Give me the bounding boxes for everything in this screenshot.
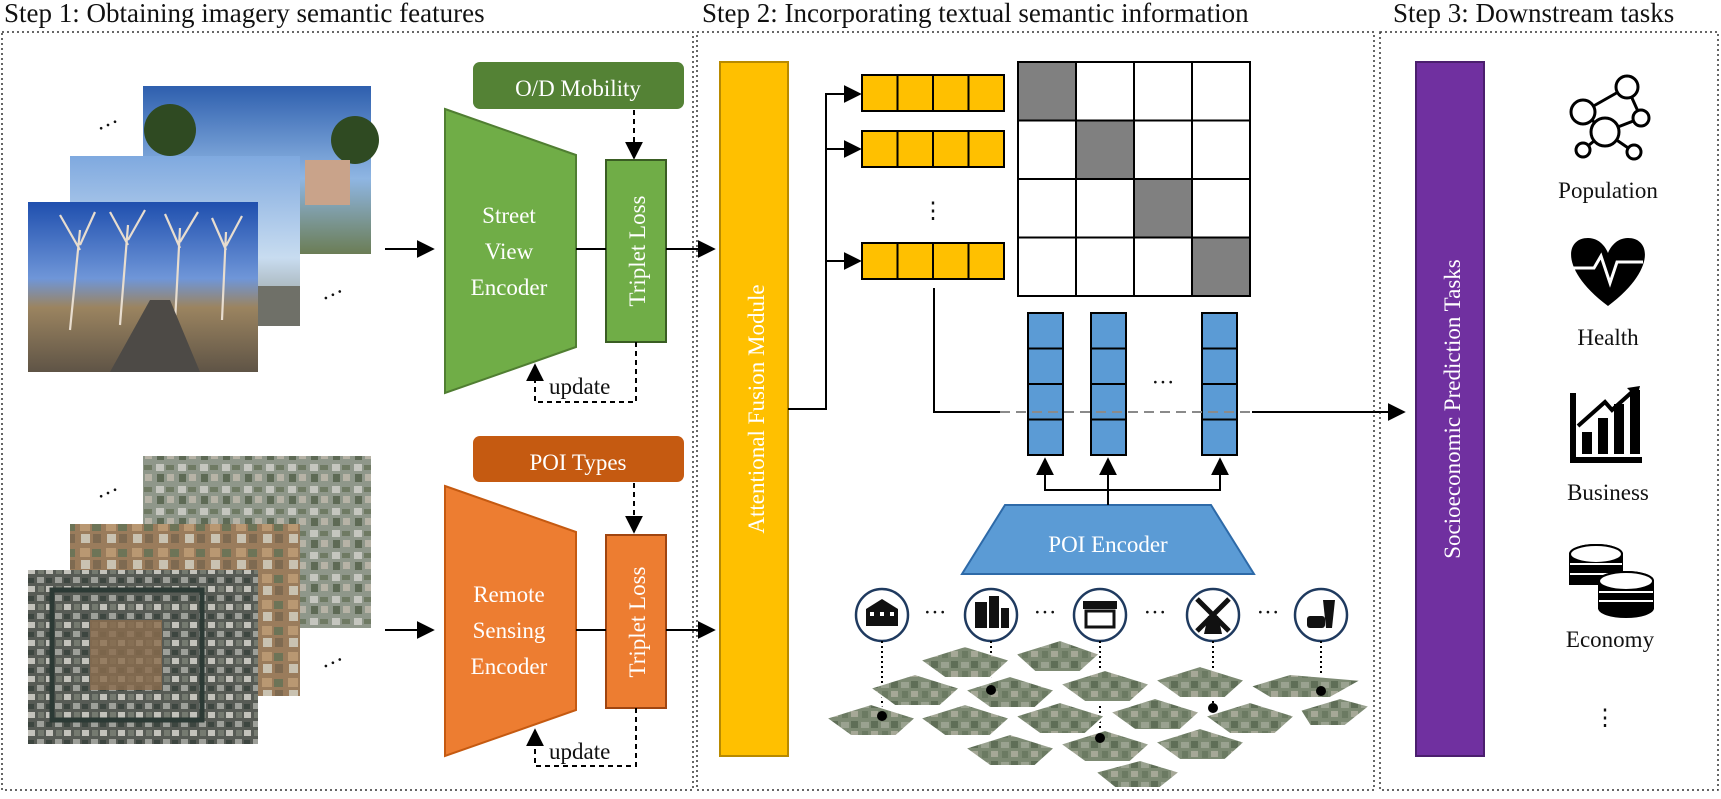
od-mobility-label: O/D Mobility <box>515 76 641 101</box>
update-bottom-label: update <box>549 739 610 764</box>
school-icon <box>854 587 910 643</box>
step2-title: Step 2: Incorporating textual semantic i… <box>702 0 1249 28</box>
poi-embeddings-hdots: ··· <box>1152 370 1175 395</box>
poi-encoder-label: POI Encoder <box>1048 532 1168 557</box>
coins-icon <box>1569 544 1654 618</box>
socioeconomic-tasks-bar <box>1415 61 1485 757</box>
step3-panel <box>1379 31 1719 791</box>
street-view-images <box>28 86 379 372</box>
task-label-population: Population <box>1558 178 1658 203</box>
triplet-loss-bottom-label: Triplet Loss <box>625 566 650 677</box>
triplet-loss-top <box>605 159 667 343</box>
poi-types-label: POI Types <box>530 450 627 475</box>
food-icon <box>1293 587 1349 643</box>
sv-encoder-label-2: View <box>485 239 534 264</box>
poi-embeddings <box>1027 312 1238 456</box>
update-top-label: update <box>549 374 610 399</box>
step1-panel <box>1 31 694 791</box>
poi-icons-dots-3: ··· <box>1144 600 1167 625</box>
hexagon-map <box>823 638 1373 789</box>
buildings-icon <box>963 587 1019 643</box>
sv-encoder-label-1: Street <box>482 203 536 228</box>
street-ellipsis-1: ··· <box>92 109 123 141</box>
poi-icons-dots-2: ··· <box>1034 600 1057 625</box>
rs-encoder-label-3: Encoder <box>471 654 548 679</box>
population-network-icon <box>1569 74 1651 161</box>
rs-encoder-label-1: Remote <box>473 582 545 607</box>
street-ellipsis-2: ··· <box>317 279 348 311</box>
poi-icons-dots-1: ··· <box>924 600 947 625</box>
tasks-bar-label: Socioeconomic Prediction Tasks <box>1440 259 1465 559</box>
rs-ellipsis-1: ··· <box>92 477 123 509</box>
poi-encoder <box>960 504 1256 575</box>
step3-title: Step 3: Downstream tasks <box>1393 0 1674 28</box>
windmill-icon <box>1185 587 1241 643</box>
triplet-loss-bottom <box>605 534 667 709</box>
imagery-embeddings <box>861 74 1005 280</box>
embeddings-vdots: ⋮ <box>922 198 945 223</box>
sv-encoder-label-3: Encoder <box>471 275 548 300</box>
od-mobility-box <box>473 62 684 109</box>
street-view-encoder <box>444 107 577 395</box>
task-label-economy: Economy <box>1566 627 1655 652</box>
remote-sensing-encoder <box>444 484 577 758</box>
rs-ellipsis-2: ··· <box>317 647 348 679</box>
poi-icons-dots-4: ··· <box>1257 600 1280 625</box>
task-label-health: Health <box>1577 325 1639 350</box>
fusion-module-label: Attentional Fusion Module <box>744 284 769 533</box>
tasks-vdots: ⋮ <box>1594 705 1617 730</box>
task-label-business: Business <box>1567 480 1649 505</box>
shop-icon <box>1072 587 1128 643</box>
step1-title: Step 1: Obtaining imagery semantic featu… <box>4 0 485 28</box>
remote-sensing-images <box>28 456 371 744</box>
poi-types-box <box>473 436 684 482</box>
heart-pulse-icon <box>1571 238 1645 306</box>
similarity-matrix <box>1017 61 1251 297</box>
rs-encoder-label-2: Sensing <box>473 618 546 643</box>
attentional-fusion-module <box>719 61 789 757</box>
triplet-loss-top-label: Triplet Loss <box>625 195 650 306</box>
bar-chart-growth-icon <box>1570 386 1642 463</box>
